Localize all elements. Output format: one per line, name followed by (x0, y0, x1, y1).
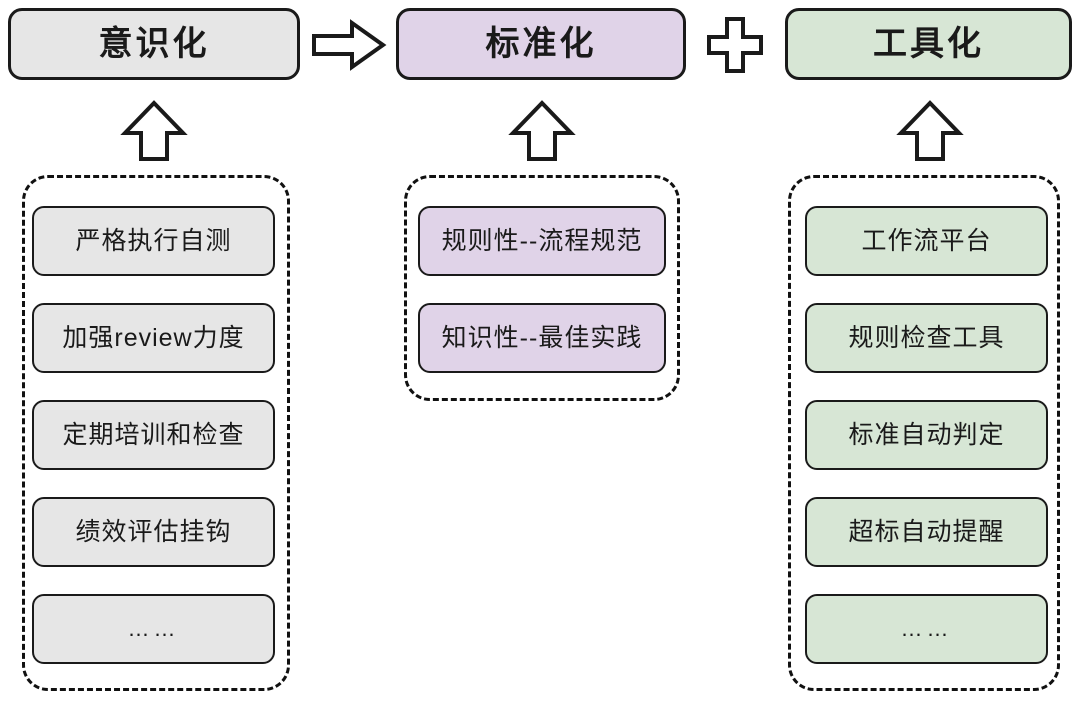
group-container-standardization (404, 175, 680, 401)
item-awareness-4[interactable]: …… (32, 594, 275, 664)
item-toolification-2[interactable]: 标准自动判定 (805, 400, 1048, 470)
group-container-toolification (788, 175, 1060, 691)
header-label-toolification: 工具化 (873, 25, 984, 63)
item-label: 工作流平台 (861, 226, 992, 255)
header-label-awareness: 意识化 (98, 25, 210, 63)
arrow-right-icon (312, 19, 387, 71)
item-awareness-3[interactable]: 绩效评估挂钩 (32, 497, 275, 567)
item-label: …… (127, 616, 180, 641)
item-label: 加强review力度 (62, 323, 245, 352)
item-awareness-1[interactable]: 加强review力度 (32, 303, 275, 373)
item-label: 绩效评估挂钩 (75, 517, 232, 546)
item-label: 规则检查工具 (848, 323, 1005, 352)
item-label: 标准自动判定 (848, 420, 1005, 449)
header-box-standardization[interactable]: 标准化 (396, 8, 686, 80)
item-label: 定期培训和检查 (62, 420, 245, 449)
arrow-up-icon-toolification (896, 100, 964, 162)
item-toolification-3[interactable]: 超标自动提醒 (805, 497, 1048, 567)
item-label: 超标自动提醒 (848, 517, 1005, 546)
header-box-toolification[interactable]: 工具化 (785, 8, 1072, 80)
item-toolification-1[interactable]: 规则检查工具 (805, 303, 1048, 373)
item-label: …… (900, 616, 953, 641)
arrow-up-icon-standardization (508, 100, 576, 162)
plus-icon (706, 16, 764, 74)
group-container-awareness (22, 175, 290, 691)
header-box-awareness[interactable]: 意识化 (8, 8, 300, 80)
item-standardization-1[interactable]: 知识性--最佳实践 (418, 303, 666, 373)
header-label-standardization: 标准化 (485, 25, 597, 63)
item-awareness-0[interactable]: 严格执行自测 (32, 206, 275, 276)
item-label: 严格执行自测 (75, 226, 232, 255)
item-label: 规则性--流程规范 (441, 226, 643, 255)
item-label: 知识性--最佳实践 (441, 323, 643, 352)
item-toolification-0[interactable]: 工作流平台 (805, 206, 1048, 276)
item-toolification-4[interactable]: …… (805, 594, 1048, 664)
item-standardization-0[interactable]: 规则性--流程规范 (418, 206, 666, 276)
item-awareness-2[interactable]: 定期培训和检查 (32, 400, 275, 470)
arrow-up-icon-awareness (120, 100, 188, 162)
